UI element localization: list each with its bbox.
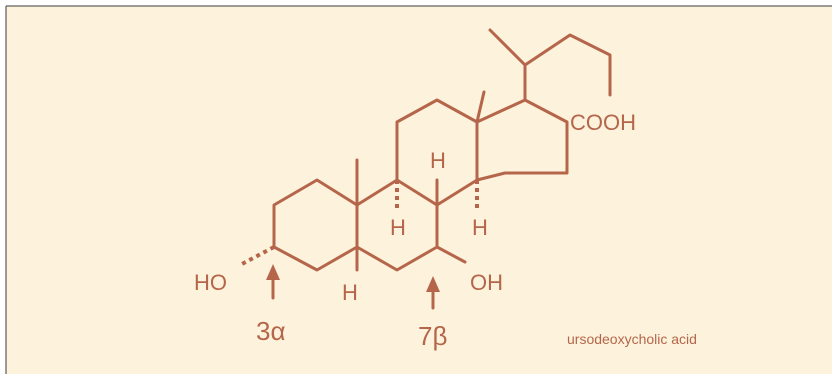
compound-name-caption: ursodeoxycholic acid	[567, 331, 697, 347]
ring-c	[395, 98, 479, 207]
side-chain-methyl	[488, 28, 527, 67]
hydrogen-c5-label: H	[342, 280, 358, 305]
panel-background	[6, 6, 832, 374]
hydroxyl-3-label: HO	[194, 270, 227, 295]
side-chain	[523, 33, 612, 102]
carboxyl-label: COOH	[570, 110, 636, 135]
methyl-c13	[475, 90, 486, 124]
arrow-up-icon	[266, 264, 280, 300]
oh-7-bond	[435, 245, 467, 264]
hydrogen-c8-label: H	[430, 148, 446, 173]
arrow-up-icon	[426, 276, 440, 310]
position-3-alpha-label: 3α	[256, 316, 286, 346]
position-7-beta-label: 7β	[418, 321, 447, 351]
hydrogen-c14-label: H	[472, 215, 488, 240]
ring-b	[355, 178, 439, 272]
hydrogen-c9-label: H	[390, 215, 406, 240]
oh-3-dashed-bond	[239, 245, 275, 267]
ring-d	[475, 98, 569, 182]
hydroxyl-7-label: OH	[470, 270, 503, 295]
